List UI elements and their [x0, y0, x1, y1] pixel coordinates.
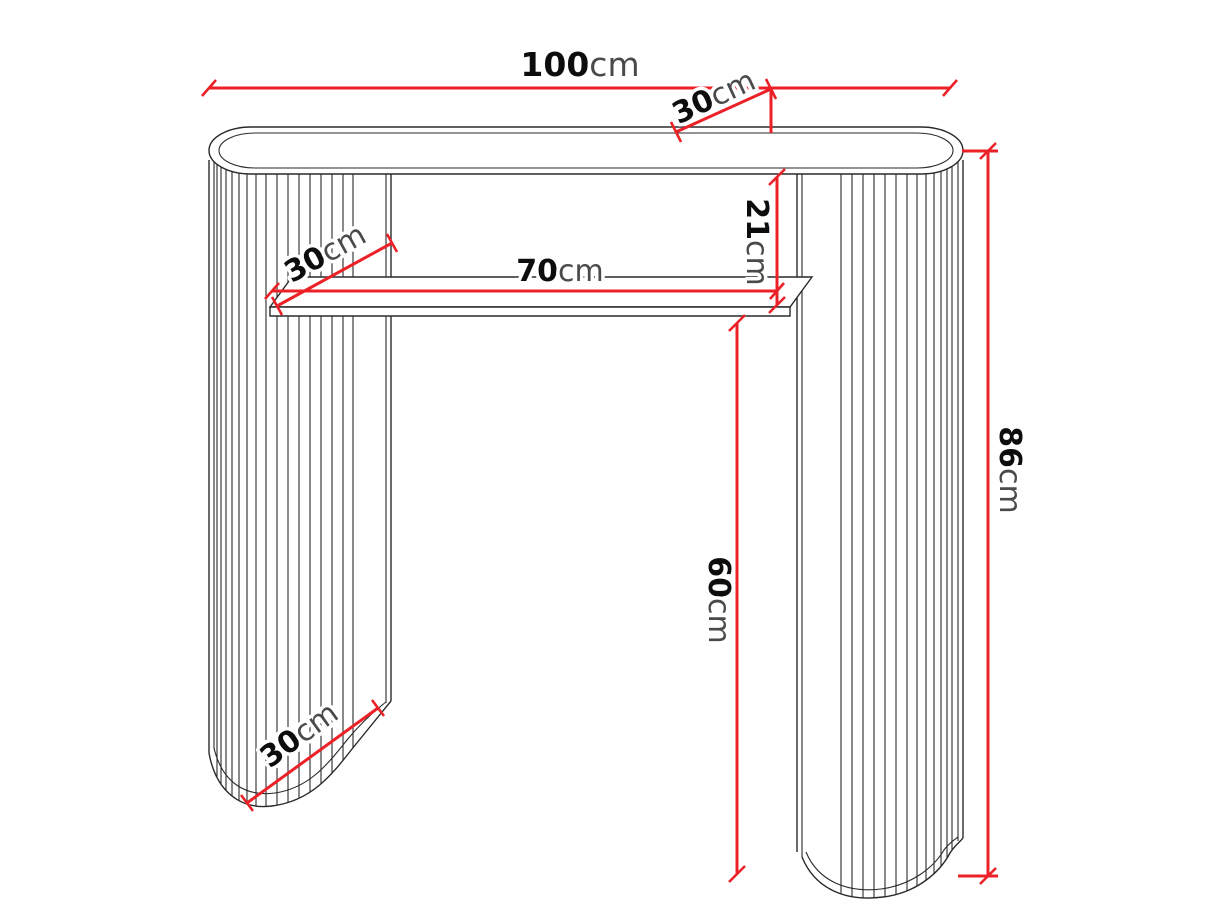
dim-under-shelf-clearance: 60cm	[698, 314, 746, 883]
dimension-tick	[764, 78, 778, 100]
right-leg-slats	[796, 160, 964, 905]
left-leg-base-mask	[209, 701, 391, 911]
dimension-tick	[270, 296, 284, 316]
left-leg-bottom-arc-outer	[208, 700, 392, 808]
dimension-tick	[768, 168, 786, 186]
dimension-unit: cm	[558, 254, 604, 289]
dimension-tick	[728, 865, 746, 883]
dimension-tick	[669, 121, 683, 143]
dimension-tick	[769, 282, 785, 300]
dim-total-width: 100cm	[201, 42, 958, 97]
right-leg-bottom-arc-inner	[805, 836, 959, 891]
dimension-value: 60	[701, 556, 736, 598]
dimension-tick	[942, 79, 958, 97]
dimension-tick	[239, 794, 255, 812]
right-leg-base-mask	[802, 838, 963, 911]
dimension-tick	[979, 142, 997, 160]
dimension-tick	[385, 233, 399, 253]
tabletop	[208, 126, 964, 175]
dimension-label-gap: 21cm	[739, 198, 774, 285]
left-leg-bottom-arc-inner	[213, 701, 387, 795]
dimension-unit: cm	[701, 598, 736, 644]
dimension-value: 100	[520, 45, 589, 84]
shelf-front-edge	[269, 306, 791, 317]
dimension-unit: cm	[589, 45, 639, 84]
dimension-label-total-height: 86cm	[992, 426, 1027, 513]
dimension-tick	[728, 314, 746, 332]
dimension-tick	[768, 296, 786, 314]
dimension-value: 70	[516, 254, 558, 289]
dimension-tick	[201, 79, 217, 97]
dimension-label-clearance: 60cm	[701, 556, 736, 643]
dimension-label-total-width: 100cm	[520, 45, 639, 84]
dimension-label-shelf-width: 70cm	[516, 254, 603, 289]
dimension-value: 21	[739, 198, 774, 240]
dimension-unit: cm	[739, 240, 774, 286]
dimension-unit: cm	[992, 468, 1027, 514]
dim-shelf-width: 70cm	[264, 251, 785, 300]
dimension-label-top-depth: 30cm	[667, 63, 761, 132]
dimension-tick	[264, 282, 280, 300]
dim-total-height: 86cm	[958, 142, 1031, 885]
dim-top-to-shelf-gap: 21cm	[736, 168, 786, 314]
dimension-value: 86	[992, 426, 1027, 468]
right-leg-bottom-arc-outer	[801, 837, 964, 899]
dimension-tick	[979, 867, 997, 885]
dimension-tick	[370, 699, 386, 717]
left-leg-slats	[208, 160, 392, 812]
tabletop-inner-rim	[218, 132, 954, 169]
tabletop-outline	[208, 126, 964, 175]
